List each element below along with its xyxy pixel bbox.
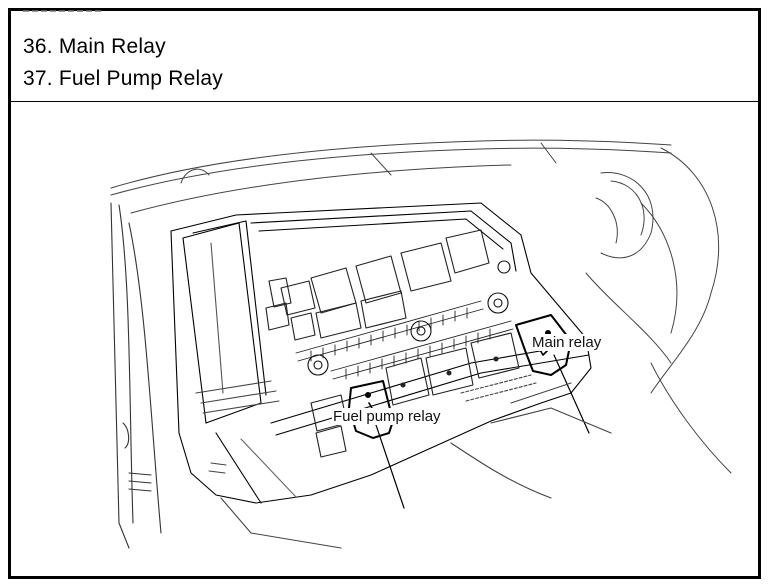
item-main-relay-title: 36. Main Relay	[23, 35, 166, 58]
lower-housing-details	[208, 374, 612, 549]
scanned-header-fragment	[23, 10, 101, 12]
figure-frame: 36. Main Relay 37. Fuel Pump Relay	[8, 8, 761, 579]
leader-lines	[375, 354, 590, 509]
upper-relay-row	[265, 229, 490, 341]
relay-box-housing	[170, 202, 592, 504]
left-panel	[110, 202, 162, 549]
fuse-rows	[295, 300, 514, 380]
lower-relay-row	[310, 332, 520, 458]
relay-box-illustration	[110, 139, 732, 549]
item-fuel-pump-relay-title: 37. Fuel Pump Relay	[23, 67, 223, 90]
mounting-bolts	[307, 260, 511, 376]
main-relay-callout: Main relay	[531, 334, 603, 351]
fuel-pump-relay-callout: Fuel pump relay	[332, 408, 442, 425]
body-panel-lines	[110, 139, 732, 474]
title-box: 36. Main Relay 37. Fuel Pump Relay	[11, 11, 758, 102]
